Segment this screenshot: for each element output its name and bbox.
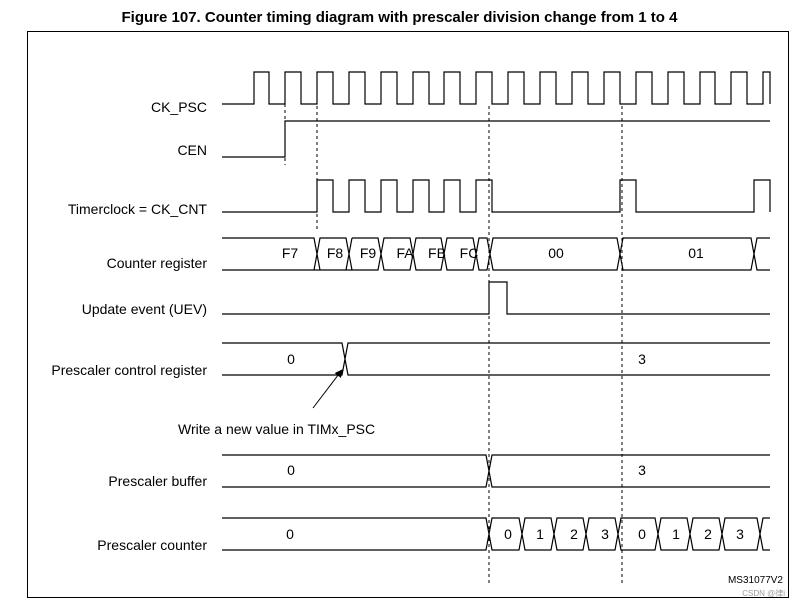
annotation-text: Write a new value in TIMx_PSC — [178, 421, 375, 437]
prescaler-control-value: 0 — [287, 351, 295, 367]
counter-value: FC — [460, 245, 479, 261]
counter-value: FA — [396, 245, 414, 261]
prescaler-counter-value: 1 — [536, 526, 544, 542]
prescaler-counter-label: Prescaler counter — [97, 537, 207, 553]
prescaler-counter-value: 0 — [504, 526, 512, 542]
prescaler-buffer-value: 0 — [287, 462, 295, 478]
prescaler-control-label: Prescaler control register — [51, 362, 207, 378]
prescaler-control-value: 3 — [638, 351, 646, 367]
update-event-label: Update event (UEV) — [82, 301, 207, 317]
timerclock-waveform — [222, 179, 771, 213]
cen-label: CEN — [177, 142, 207, 158]
prescaler-counter-bus — [222, 517, 770, 551]
prescaler-counter-value: 1 — [672, 526, 680, 542]
counter-value: FB — [428, 245, 446, 261]
prescaler-buffer-value: 3 — [638, 462, 646, 478]
prescaler-counter-value: 0 — [638, 526, 646, 542]
counter-value: F7 — [282, 245, 299, 261]
prescaler-control-bus — [222, 342, 770, 376]
prescaler-counter-value: 2 — [570, 526, 578, 542]
prescaler-counter-value: 3 — [736, 526, 744, 542]
counter-value: 00 — [548, 245, 564, 261]
watermark: CSDN @律i — [742, 588, 785, 598]
counter-value: F8 — [327, 245, 344, 261]
prescaler-counter-value: 0 — [286, 526, 294, 542]
update-event-waveform — [222, 281, 770, 315]
annotation-arrow — [312, 369, 343, 409]
figure-code: MS31077V2 — [728, 575, 783, 586]
counter-register-bus — [222, 237, 770, 271]
diagram-frame — [27, 31, 789, 598]
ck-psc-label: CK_PSC — [151, 99, 207, 115]
cen-waveform — [222, 120, 770, 158]
prescaler-counter-value: 2 — [704, 526, 712, 542]
counter-register-label: Counter register — [107, 255, 208, 271]
ck-psc-waveform — [222, 71, 771, 105]
prescaler-buffer-label: Prescaler buffer — [108, 473, 207, 489]
prescaler-buffer-bus — [222, 454, 770, 488]
counter-value: 01 — [688, 245, 704, 261]
counter-value: F9 — [360, 245, 377, 261]
figure-title: Figure 107. Counter timing diagram with … — [121, 9, 678, 26]
prescaler-counter-value: 3 — [601, 526, 609, 542]
timerclock-label: Timerclock = CK_CNT — [68, 201, 208, 217]
